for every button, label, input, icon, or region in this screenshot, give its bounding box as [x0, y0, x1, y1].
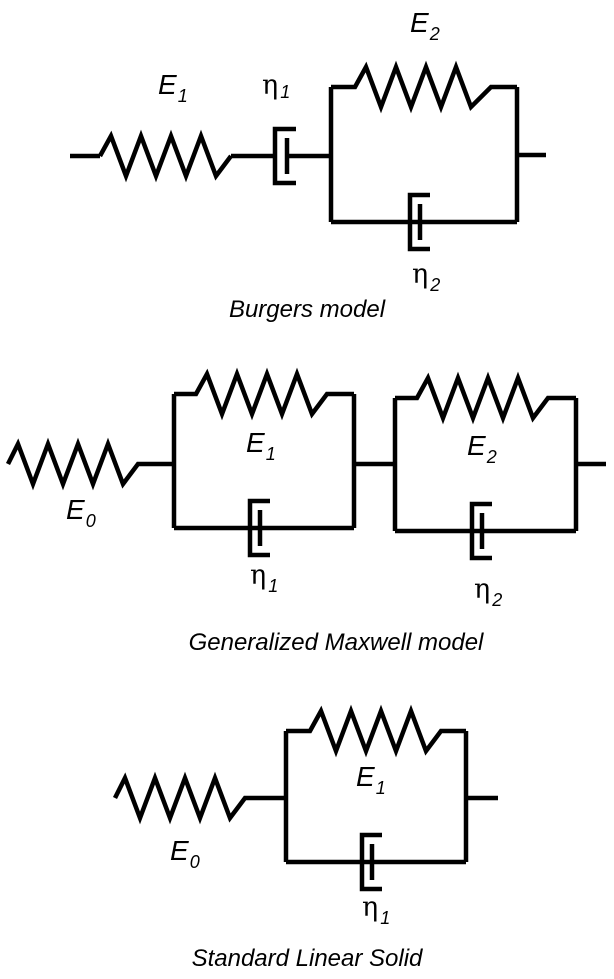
maxwell-branch2-spring-e2: [395, 371, 576, 425]
sls-dashpot-eta1: [286, 832, 466, 892]
maxwell-branch1-dashpot-eta1: [174, 498, 354, 558]
burgers-label-e1: E1: [158, 69, 188, 106]
burgers-spring-e1: [98, 129, 233, 183]
burgers-caption: Burgers model: [229, 296, 386, 323]
burgers-dashpot-eta2: [331, 192, 517, 252]
burgers-dashpot-eta1: [272, 126, 331, 186]
maxwell-label-e1: E1: [246, 427, 276, 464]
maxwell-label-e0: E0: [66, 494, 96, 531]
maxwell-branch1-spring-e1: [174, 367, 354, 421]
maxwell-spring-e0: [5, 437, 174, 491]
maxwell-label-e2: E2: [467, 430, 497, 467]
sls-spring-e0: [112, 771, 286, 825]
burgers-top-branch: [331, 60, 517, 114]
sls-label-e0: E0: [170, 835, 200, 872]
sls-caption: Standard Linear Solid: [192, 945, 423, 972]
burgers-label-e2: E2: [410, 7, 440, 44]
sls-label-e1: E1: [356, 761, 386, 798]
maxwell-branch2-dashpot-eta2: [395, 501, 576, 561]
sls-spring-e1: [286, 704, 466, 758]
maxwell-caption: Generalized Maxwell model: [189, 629, 484, 656]
